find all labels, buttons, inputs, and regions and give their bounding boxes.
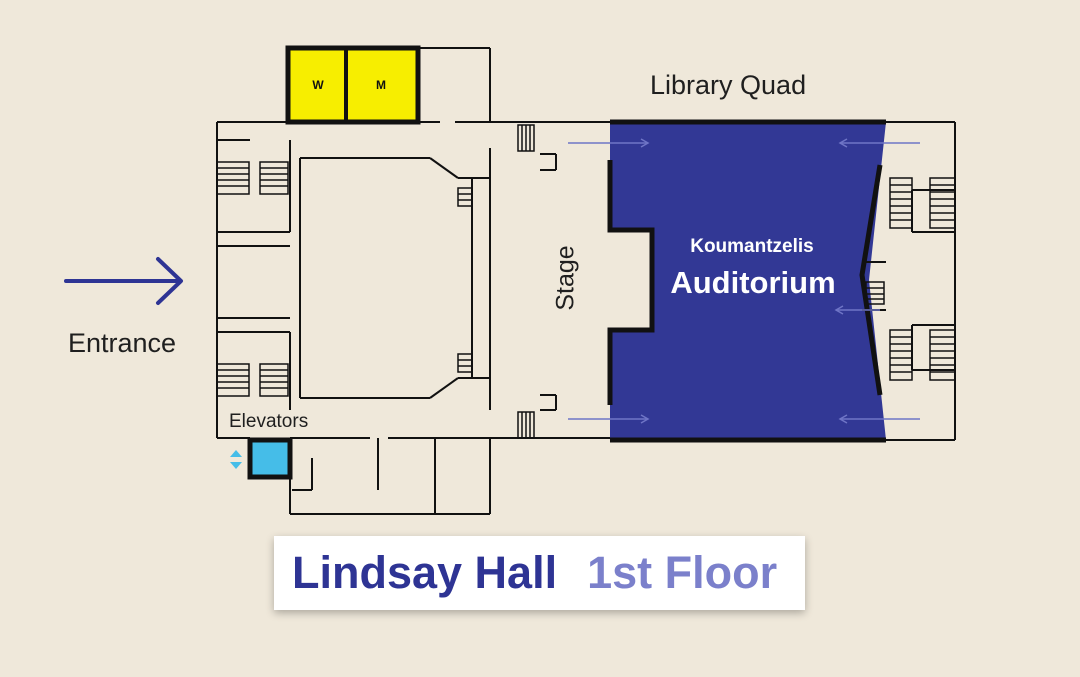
womens-restroom-label: W xyxy=(312,78,324,92)
auditorium-area[interactable] xyxy=(610,122,886,440)
building-name: Lindsay Hall xyxy=(292,547,558,598)
auditorium-walls xyxy=(607,119,886,443)
stage-label: Stage xyxy=(551,245,580,311)
library-quad-label: Library Quad xyxy=(650,70,807,100)
entrance-label: Entrance xyxy=(68,328,177,358)
up-down-arrow-icon xyxy=(230,450,242,469)
entrance-arrow-icon xyxy=(64,257,183,305)
floor-name: 1st Floor xyxy=(587,547,778,598)
auditorium-name-label: Koumantzelis xyxy=(690,236,814,257)
door-arrows xyxy=(568,138,920,424)
floor-title-card: Lindsay Hall 1st Floor xyxy=(274,536,805,610)
mens-restroom-label: M xyxy=(376,78,386,92)
auditorium-label: Auditorium xyxy=(670,265,836,300)
restrooms[interactable] xyxy=(285,45,421,125)
elevators-label: Elevators xyxy=(229,411,309,432)
elevator-icon[interactable] xyxy=(247,437,293,480)
